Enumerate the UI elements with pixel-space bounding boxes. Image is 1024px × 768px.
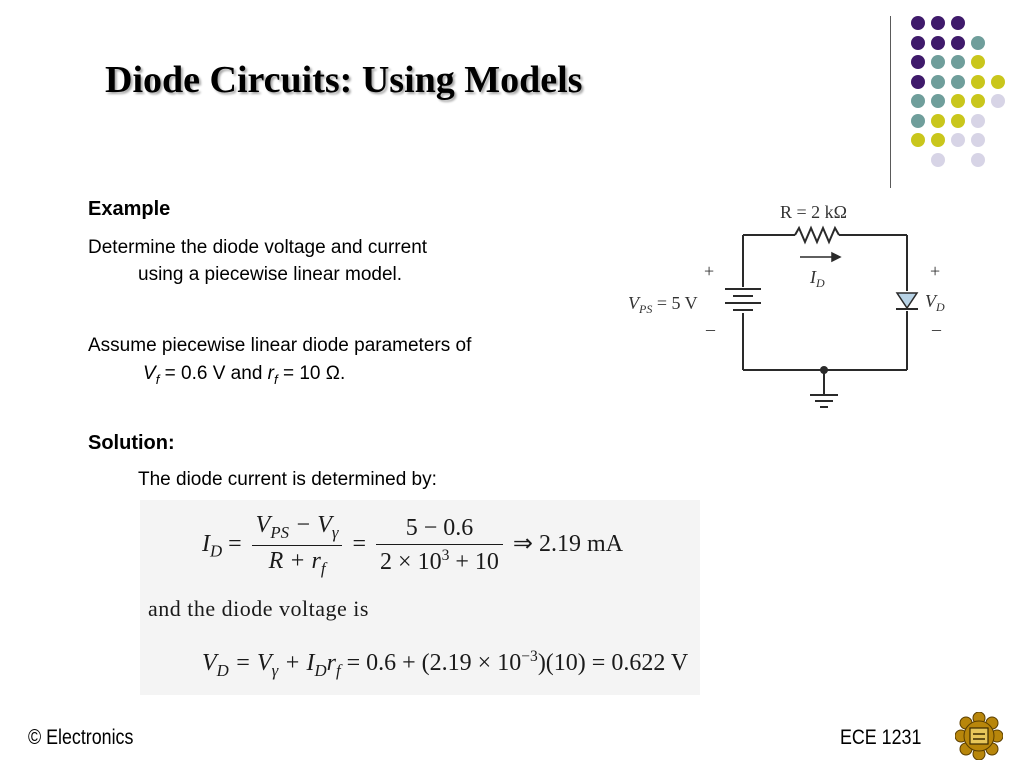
ground-node bbox=[820, 366, 828, 374]
decorative-dot bbox=[971, 35, 985, 50]
decorative-dot bbox=[931, 152, 945, 167]
decorative-dot bbox=[951, 16, 965, 30]
example-line-2: using a piecewise linear model. bbox=[138, 264, 403, 285]
decorative-dot bbox=[911, 74, 925, 89]
diode-minus: – bbox=[931, 319, 942, 339]
decorative-dot bbox=[991, 94, 1005, 108]
diode-plus: + bbox=[930, 261, 940, 281]
source-minus: – bbox=[705, 319, 716, 339]
decorative-dot bbox=[951, 133, 965, 147]
assume-line-1: Assume piecewise linear diode parameters… bbox=[88, 335, 472, 356]
decorative-dot bbox=[911, 55, 925, 69]
equation-middle-text: and the diode voltage is bbox=[148, 596, 369, 621]
decorative-dot bbox=[971, 152, 985, 167]
decorative-dot bbox=[911, 113, 925, 128]
decorative-dot bbox=[931, 35, 945, 50]
diode-label: VD bbox=[925, 291, 945, 314]
decorative-dot bbox=[951, 55, 965, 69]
university-seal-logo bbox=[955, 712, 1003, 760]
current-label: ID bbox=[809, 267, 825, 290]
diode-symbol bbox=[895, 292, 919, 310]
source-plus: + bbox=[704, 261, 714, 281]
decorative-dot bbox=[931, 74, 945, 89]
decorative-dot bbox=[911, 35, 925, 50]
decorative-dot bbox=[911, 133, 925, 147]
decorative-dot bbox=[991, 74, 1005, 89]
decorative-dot bbox=[951, 35, 965, 50]
decorative-dot bbox=[971, 113, 985, 128]
decorative-dot bbox=[931, 113, 945, 128]
decorative-dot bbox=[951, 74, 965, 89]
battery-symbol bbox=[725, 288, 761, 311]
circuit-diagram: R = 2 kΩ ID + – VPS = 5 V + – VD bbox=[628, 202, 945, 408]
example-heading: Example bbox=[88, 198, 171, 220]
decorative-dot bbox=[931, 94, 945, 108]
decorative-dot bbox=[971, 133, 985, 147]
divider-line bbox=[890, 16, 891, 188]
decorative-dot bbox=[951, 94, 965, 108]
current-arrow bbox=[800, 251, 842, 263]
decorative-dot bbox=[971, 74, 985, 89]
ground-symbol bbox=[810, 394, 838, 408]
example-line-1: Determine the diode voltage and current bbox=[88, 237, 428, 258]
decorative-dot bbox=[971, 94, 985, 108]
decorative-dot bbox=[951, 113, 965, 128]
decorative-dot bbox=[911, 94, 925, 108]
footer-left: © Electronics bbox=[28, 726, 134, 749]
slide-title: Diode Circuits: Using Models bbox=[105, 59, 583, 101]
decorative-dot bbox=[971, 55, 985, 69]
solution-text: The diode current is determined by: bbox=[138, 469, 437, 490]
footer-course: ECE 1231 bbox=[840, 726, 922, 749]
equation-voltage: VD = Vγ + IDrf = 0.6 + (2.19 × 10−3)(10)… bbox=[202, 648, 689, 680]
resistor-label: R = 2 kΩ bbox=[780, 202, 847, 222]
decorative-dot bbox=[931, 16, 945, 30]
decorative-dot bbox=[911, 16, 925, 30]
decorative-dot bbox=[931, 55, 945, 69]
assume-line-2: Vf = 0.6 V and rf = 10 Ω. bbox=[143, 363, 346, 387]
decorative-dot bbox=[931, 133, 945, 147]
source-label: VPS = 5 V bbox=[628, 293, 698, 316]
solution-heading: Solution: bbox=[88, 432, 175, 454]
